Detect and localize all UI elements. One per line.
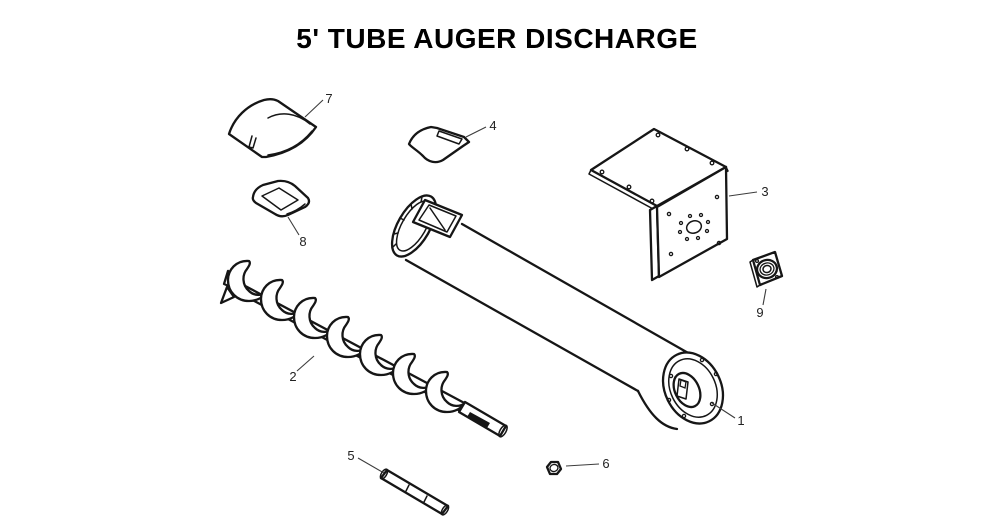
bolt-hole xyxy=(716,240,722,246)
bolt-hole xyxy=(668,373,674,379)
part-9-flange-bearing xyxy=(749,250,784,288)
tube-bottom-edge xyxy=(404,258,640,393)
part-3-motor-mount-bracket xyxy=(588,127,729,282)
bearing-race xyxy=(759,262,775,276)
bolt-hole xyxy=(704,228,710,234)
callout-3-label: 3 xyxy=(761,184,768,199)
bracket-top-holes xyxy=(599,132,715,204)
part-1-discharge-tube xyxy=(390,194,725,431)
frame-outline xyxy=(251,179,311,218)
flange-bolt-ring xyxy=(668,358,718,418)
bolt-hole xyxy=(684,236,690,242)
nut-hex xyxy=(545,460,563,476)
page-title: 5' TUBE AUGER DISCHARGE xyxy=(296,23,697,54)
callout-2-label: 2 xyxy=(289,369,296,384)
tube-inlet-collar xyxy=(411,198,464,239)
bolt-hole xyxy=(677,229,683,235)
stub-end-cap xyxy=(498,424,508,438)
callout-9-leader xyxy=(762,288,767,306)
shield-tab-detail xyxy=(248,135,257,149)
pin-groove-marks xyxy=(405,484,428,503)
tube-lower-flange xyxy=(661,351,725,425)
shaft-keyway xyxy=(679,379,687,389)
callout-6-label: 6 xyxy=(602,456,609,471)
part-6-nut xyxy=(545,460,563,476)
callout-6-leader xyxy=(565,463,600,467)
callout-9-label: 9 xyxy=(756,305,763,320)
callout-5-leader xyxy=(357,457,385,474)
bolt-hole xyxy=(655,132,661,138)
bolt-hole xyxy=(678,220,684,226)
bolt-hole xyxy=(699,357,705,363)
pin-end-cap xyxy=(440,504,450,516)
tube-top-edge xyxy=(460,222,699,360)
bolt-hole xyxy=(599,169,605,175)
bolt-hole xyxy=(668,251,674,257)
callout-5-label: 5 xyxy=(347,448,354,463)
face-center-hole xyxy=(685,220,703,234)
shield-outline xyxy=(227,98,318,159)
bolt-hole xyxy=(774,274,780,280)
part-4-slotted-plate xyxy=(407,125,471,164)
nut-chamfer xyxy=(549,463,559,473)
frame-window xyxy=(261,187,299,211)
bolt-hole xyxy=(714,194,720,200)
face-bolt-circle xyxy=(677,212,711,242)
callout-2-leader xyxy=(296,355,315,372)
bolt-hole xyxy=(705,219,711,225)
flange-bolt-dashes xyxy=(391,196,423,249)
collar-inner-frame xyxy=(418,204,457,233)
bolt-hole xyxy=(695,235,701,241)
bolt-hole xyxy=(666,397,672,403)
part-5-drive-pin xyxy=(379,468,450,516)
bolt-hole xyxy=(666,211,672,217)
bolt-hole xyxy=(709,160,715,166)
bearing-bore xyxy=(762,264,772,274)
shield-inner-arc xyxy=(267,113,311,125)
frame-edge-line xyxy=(286,203,306,215)
callout-4-leader xyxy=(465,126,487,138)
bearing-flange-thickness xyxy=(749,259,761,288)
bolt-hole xyxy=(698,212,704,218)
bolt-hole xyxy=(713,371,719,377)
bolt-hole xyxy=(681,413,687,419)
callout-8-leader xyxy=(287,216,300,236)
callout-3-leader xyxy=(728,191,758,197)
callout-7-label: 7 xyxy=(325,91,332,106)
part-8-curved-frame xyxy=(251,179,311,218)
bolt-hole xyxy=(626,184,632,190)
pin-end-cap xyxy=(379,468,389,480)
face-corner-holes xyxy=(666,194,722,257)
callouts: 1 2 3 4 5 6 7 8 9 xyxy=(287,91,769,474)
plate-slot xyxy=(436,130,463,145)
bolt-hole xyxy=(684,146,690,152)
pin-body xyxy=(379,468,450,516)
collar-opening-line xyxy=(429,207,446,231)
callout-1-label: 1 xyxy=(737,413,744,428)
bolt-hole xyxy=(649,198,655,204)
bolt-hole xyxy=(687,213,693,219)
callout-8-label: 8 xyxy=(299,234,306,249)
callout-1-leader xyxy=(711,402,736,419)
bolt-hole xyxy=(754,258,760,264)
callout-7-leader xyxy=(304,99,324,118)
tube-body-fill xyxy=(406,224,699,396)
flange-recess xyxy=(672,371,702,409)
part-2-auger-flighting xyxy=(219,259,508,438)
part-7-curved-shield-plate xyxy=(227,98,318,159)
shield-edge-arc xyxy=(267,130,313,156)
callout-4-label: 4 xyxy=(489,118,496,133)
stub-keyway-slot xyxy=(467,412,490,428)
tube-spout-curve xyxy=(636,389,679,431)
